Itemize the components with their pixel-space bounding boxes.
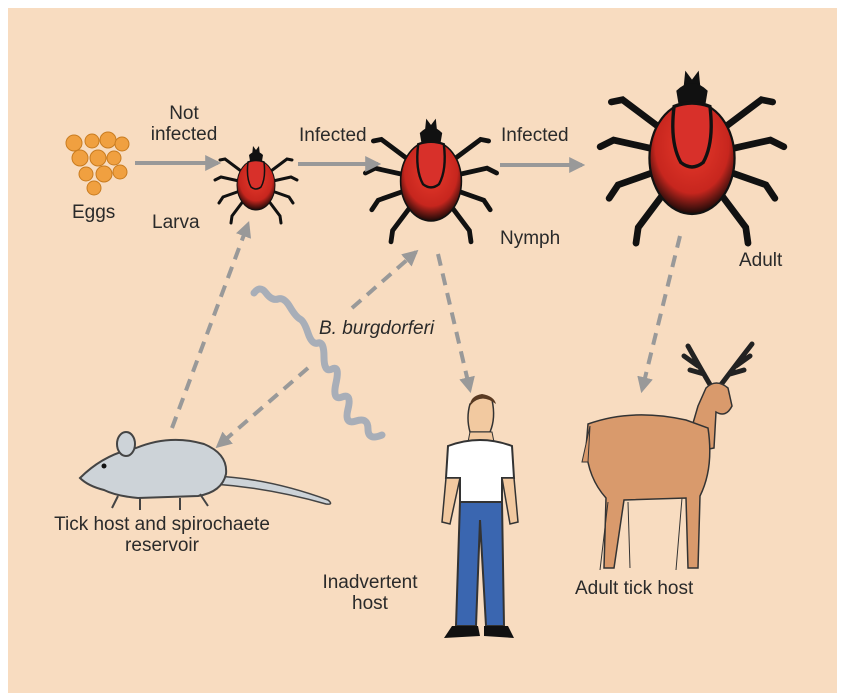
mouse-icon	[80, 432, 331, 510]
deer-icon	[582, 344, 752, 570]
label-reservoir: Tick host and spirochaete reservoir	[42, 514, 282, 556]
nymph-tick-icon	[365, 119, 496, 242]
label-adult: Adult	[739, 250, 782, 271]
arrow-spirochete-to-nymph	[352, 252, 416, 308]
label-larva: Larva	[152, 212, 200, 233]
arrow-mouse-to-larva	[172, 224, 248, 428]
label-bacterium: B. burgdorferi	[319, 318, 434, 339]
label-infected-1: Infected	[299, 125, 367, 146]
egg-cluster	[66, 132, 129, 195]
label-nymph: Nymph	[500, 228, 560, 249]
arrow-nymph-to-human	[438, 254, 470, 390]
label-reservoir-line1: Tick host and spirochaete	[42, 514, 282, 535]
label-inadvertent-line2: host	[310, 593, 430, 614]
label-inadvertent-host: Inadvertent host	[310, 572, 430, 614]
arrow-spirochete-to-mouse	[218, 368, 308, 446]
diagram-canvas: Not infected Infected Infected Eggs Larv…	[8, 8, 837, 693]
adult-tick-icon	[600, 71, 784, 243]
label-reservoir-line2: reservoir	[42, 535, 282, 556]
label-inadvertent-line1: Inadvertent	[310, 572, 430, 593]
larva-tick-icon	[215, 146, 297, 223]
label-infected-2: Infected	[501, 125, 569, 146]
label-eggs: Eggs	[72, 202, 115, 223]
label-adult-tick-host: Adult tick host	[575, 578, 693, 599]
spirochete-icon	[254, 289, 382, 437]
arrow-adult-to-deer	[642, 236, 680, 390]
label-not-infected: Not infected	[149, 103, 219, 145]
human-icon	[442, 394, 518, 638]
label-not-infected-line1: Not	[149, 103, 219, 124]
label-not-infected-line2: infected	[149, 124, 219, 145]
